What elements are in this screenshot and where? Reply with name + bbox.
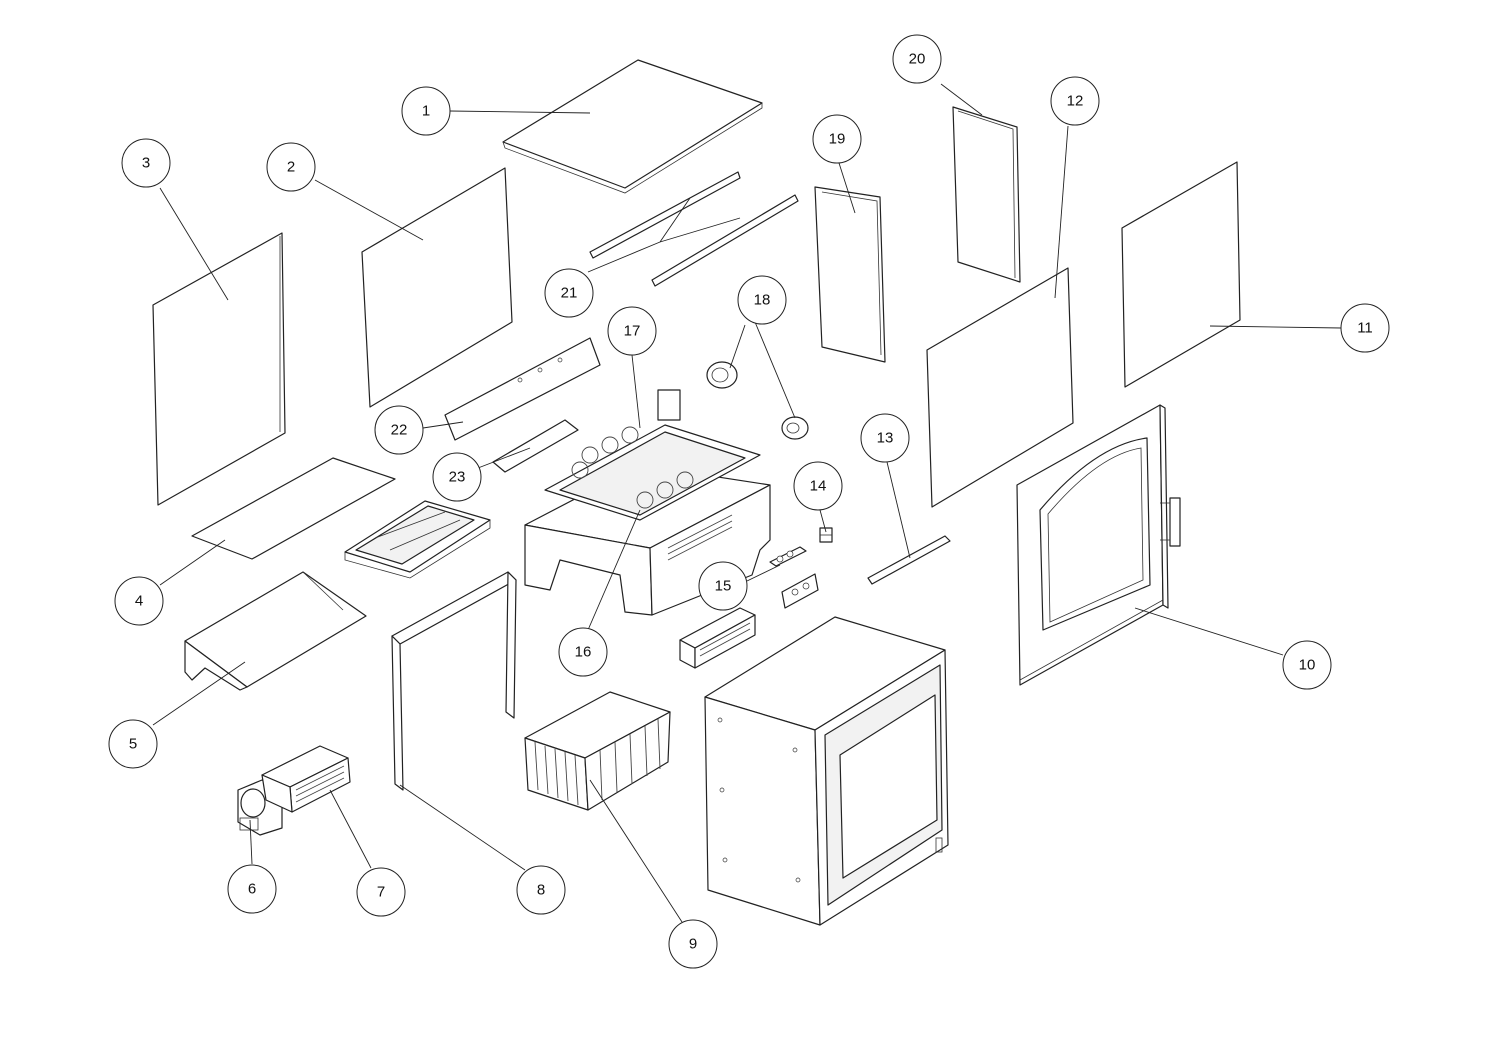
callout-label: 2	[287, 159, 295, 176]
part-switch	[819, 527, 833, 543]
callout-label: 8	[537, 882, 545, 899]
callout-19: 19	[812, 114, 862, 164]
callout-label: 22	[391, 422, 408, 439]
leader-lines	[152, 83, 1342, 923]
part-heater-box	[261, 745, 351, 813]
callout-label: 13	[877, 430, 894, 447]
part-basket	[524, 691, 671, 811]
part-oven-door	[1016, 404, 1181, 686]
callout-14: 14	[793, 461, 843, 511]
callout-label: 17	[624, 323, 641, 340]
callout-18: 18	[737, 275, 787, 325]
callout-11: 11	[1340, 303, 1390, 353]
part-top-panel	[502, 59, 763, 194]
part-control-plate	[781, 573, 819, 609]
callout-22: 22	[374, 405, 424, 455]
part-door-frame	[391, 571, 517, 791]
part-narrow-panel-top	[952, 106, 1021, 283]
callout-1: 1	[401, 86, 451, 136]
callout-6: 6	[227, 864, 277, 914]
callout-label: 15	[715, 578, 732, 595]
callout-label: 9	[689, 936, 697, 953]
callout-13: 13	[860, 413, 910, 463]
callout-label: 3	[142, 155, 150, 172]
part-side-panel-left-outer	[152, 232, 286, 506]
part-side-panel-right-outer	[1121, 161, 1241, 388]
callout-label: 5	[129, 736, 137, 753]
callout-23: 23	[432, 452, 482, 502]
part-fan-motor-b	[781, 416, 809, 440]
callout-label: 1	[422, 103, 430, 120]
part-bottom-plate	[191, 457, 396, 560]
callout-label: 16	[575, 644, 592, 661]
callout-7: 7	[356, 867, 406, 917]
callout-label: 6	[248, 881, 256, 898]
part-side-panel-right-inner	[926, 267, 1074, 508]
callout-label: 11	[1357, 320, 1373, 337]
callout-label: 4	[135, 593, 143, 610]
callout-17: 17	[607, 306, 657, 356]
part-strip	[867, 535, 951, 585]
callout-5: 5	[108, 719, 158, 769]
callout-8: 8	[516, 865, 566, 915]
part-control-knobs	[769, 546, 807, 567]
callout-3: 3	[121, 138, 171, 188]
part-rails	[589, 171, 799, 287]
part-base-bracket	[344, 500, 491, 579]
callout-15: 15	[698, 561, 748, 611]
callout-label: 23	[449, 469, 466, 486]
part-cabinet-body	[704, 616, 949, 926]
part-side-panel-left-inner	[361, 167, 513, 408]
part-fan-motor-a	[706, 361, 738, 389]
part-top-bracket	[444, 337, 601, 441]
callout-label: 12	[1067, 93, 1084, 110]
callout-label: 10	[1299, 657, 1316, 674]
callout-label: 20	[909, 51, 926, 68]
callout-label: 18	[754, 292, 771, 309]
callout-20: 20	[892, 34, 942, 84]
callout-label: 19	[829, 131, 846, 148]
callout-12: 12	[1050, 76, 1100, 126]
callout-9: 9	[668, 919, 718, 969]
callout-4: 4	[114, 576, 164, 626]
callout-21: 21	[544, 268, 594, 318]
callout-label: 14	[810, 478, 827, 495]
part-vent-duct	[679, 607, 756, 669]
part-fan-frame	[544, 389, 761, 521]
callout-label: 7	[377, 884, 385, 901]
part-mount-plate	[492, 419, 579, 473]
callout-label: 21	[561, 285, 578, 302]
callout-10: 10	[1282, 640, 1332, 690]
part-base-tray	[184, 571, 367, 691]
callout-16: 16	[558, 627, 608, 677]
part-narrow-panel	[814, 186, 886, 363]
callout-2: 2	[266, 142, 316, 192]
